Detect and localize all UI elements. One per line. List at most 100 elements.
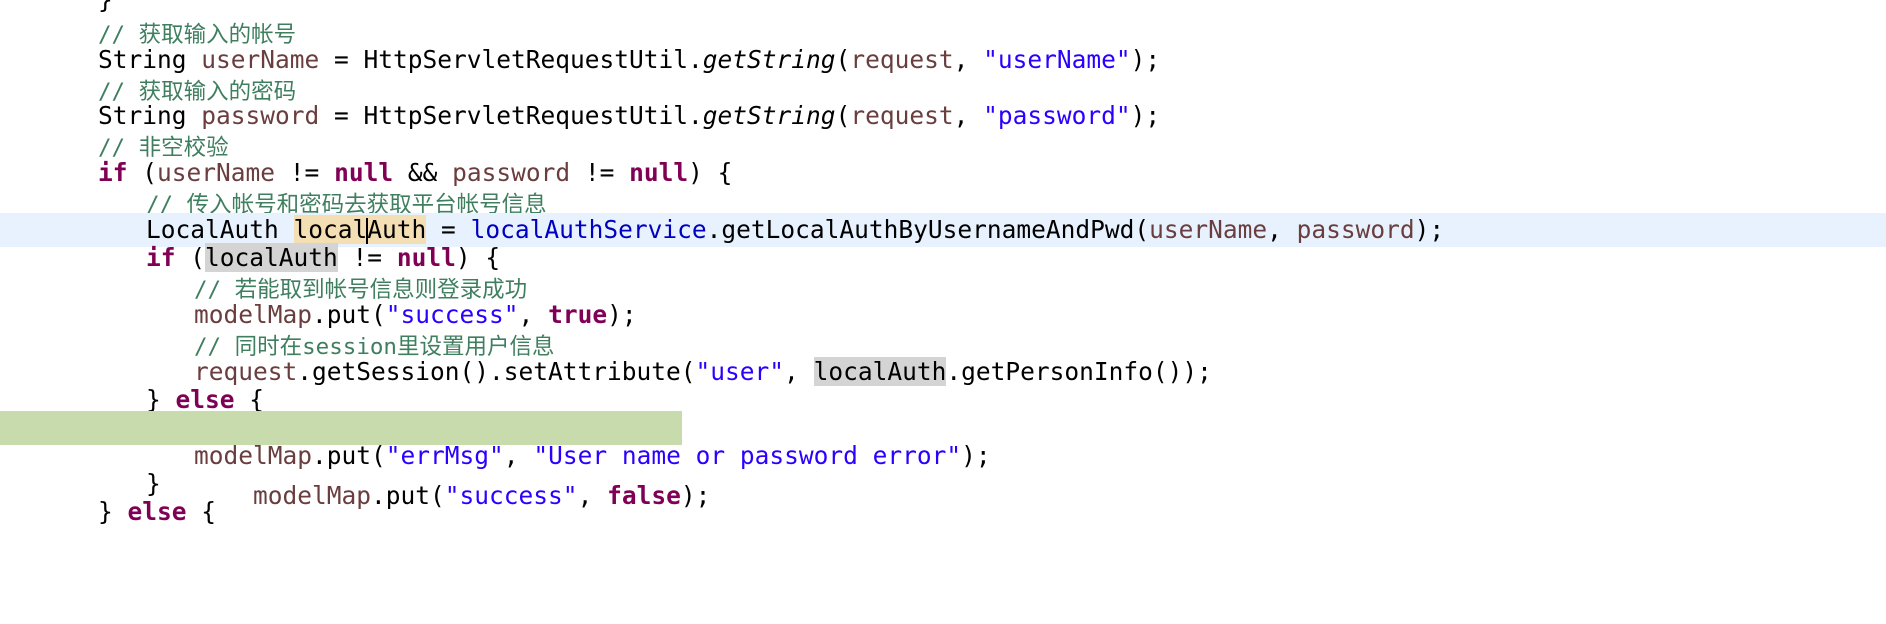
- line-content: modelMap.put("errMsg", "User name or pas…: [194, 441, 991, 470]
- code-token-plain: {: [186, 497, 217, 526]
- code-line[interactable]: String userName = HttpServletRequestUtil…: [0, 43, 1886, 77]
- code-token-var: request: [194, 357, 298, 386]
- code-token-plain: }: [98, 497, 128, 526]
- code-line[interactable]: // 获取输入的密码: [0, 74, 1886, 108]
- code-token-plain: }: [98, 0, 113, 14]
- token-part: Auth: [367, 215, 427, 244]
- line-content: if (userName != null && password != null…: [98, 158, 732, 187]
- code-token-plain: (: [835, 101, 851, 130]
- line-content: LocalAuth localAuth = localAuthService.g…: [146, 215, 1444, 244]
- code-token-kw: else: [127, 497, 187, 526]
- code-token-plain: ,: [784, 357, 814, 386]
- code-token-plain: =: [426, 215, 471, 244]
- code-line[interactable]: } else {: [0, 383, 1886, 417]
- code-token-plain: }: [146, 469, 161, 498]
- code-token-plain: String: [98, 101, 202, 130]
- code-token-plain: {: [234, 385, 265, 414]
- code-token-str: "userName": [983, 45, 1131, 74]
- code-token-field: localAuthService: [470, 215, 707, 244]
- code-line[interactable]: // 非空校验: [0, 130, 1886, 164]
- code-token-plain: &&: [393, 158, 453, 187]
- code-token-plain: ,: [503, 441, 534, 470]
- code-line[interactable]: // 同时在session里设置用户信息: [0, 329, 1886, 363]
- code-token-plain: (: [175, 243, 206, 272]
- code-token-str: "success": [385, 300, 519, 329]
- code-token-plain: .getLocalAuthByUsernameAndPwd(: [706, 215, 1150, 244]
- code-line[interactable]: modelMap.put("success", false);: [0, 411, 1886, 510]
- code-token-var: modelMap: [194, 300, 313, 329]
- code-token-plain: ,: [518, 300, 549, 329]
- code-line[interactable]: // 获取输入的帐号: [0, 17, 1886, 51]
- code-token-plain: .put(: [312, 441, 386, 470]
- code-token-str: "success": [444, 481, 578, 510]
- token-part: local: [293, 215, 368, 244]
- code-token-kw: null: [629, 158, 689, 187]
- code-token-plain: !=: [337, 243, 397, 272]
- code-token-plain: !=: [570, 158, 630, 187]
- code-token-var: userName: [1149, 215, 1268, 244]
- code-token-plain: = HttpServletRequestUtil.: [319, 101, 703, 130]
- line-content: }: [98, 0, 113, 14]
- line-content: // 获取输入的帐号: [98, 19, 296, 48]
- code-line[interactable]: modelMap.put("success", true);: [0, 298, 1886, 332]
- code-token-kw: else: [175, 385, 235, 414]
- code-token-kw: if: [146, 243, 176, 272]
- line-content: if (localAuth != null) {: [146, 243, 500, 272]
- code-line[interactable]: } else {: [0, 495, 1886, 529]
- line-content: String password = HttpServletRequestUtil…: [98, 101, 1160, 130]
- code-token-var: userName: [201, 45, 320, 74]
- line-content: }: [146, 469, 161, 498]
- code-line[interactable]: }: [0, 0, 1886, 17]
- code-line[interactable]: // 若能取到帐号信息则登录成功: [0, 272, 1886, 306]
- code-token-plain: LocalAuth: [146, 215, 294, 244]
- code-token-var: password: [1296, 215, 1415, 244]
- code-token-str: "password": [983, 101, 1131, 130]
- code-token-comment: // 获取输入的帐号: [98, 22, 297, 48]
- code-token-plain: ,: [953, 45, 984, 74]
- code-token-var: modelMap: [194, 441, 313, 470]
- code-line[interactable]: modelMap.put("errMsg", "User name or pas…: [0, 439, 1886, 473]
- code-token-plain: ,: [953, 101, 984, 130]
- code-token-kw: null: [396, 243, 456, 272]
- code-token-comment: // 非空校验: [98, 135, 229, 161]
- code-line[interactable]: if (localAuth != null) {: [0, 241, 1886, 275]
- code-token-method-static: getString: [702, 45, 836, 74]
- code-line[interactable]: String password = HttpServletRequestUtil…: [0, 99, 1886, 133]
- code-token-plain: (: [127, 158, 158, 187]
- code-token-var: request: [850, 101, 954, 130]
- code-token-kw: true: [548, 300, 608, 329]
- code-line[interactable]: request.getSession().setAttribute("user"…: [0, 355, 1886, 389]
- code-token-var: userName: [157, 158, 276, 187]
- code-token-plain: !=: [275, 158, 335, 187]
- line-content: } else {: [98, 497, 216, 526]
- code-token-plain: ) {: [455, 243, 501, 272]
- code-token-plain: .getSession().setAttribute(: [297, 357, 696, 386]
- code-token-plain: = HttpServletRequestUtil.: [319, 45, 703, 74]
- code-token-plain: .put(: [371, 481, 445, 510]
- code-token-str: "User name or password error": [533, 441, 962, 470]
- line-content: } else {: [146, 385, 264, 414]
- line-content: // 若能取到帐号信息则登录成功: [194, 274, 527, 303]
- code-token-plain: .put(: [312, 300, 386, 329]
- debug-highlight: [0, 411, 682, 445]
- code-token-plain: .getPersonInfo());: [946, 357, 1212, 386]
- code-line[interactable]: }: [0, 467, 1886, 501]
- line-content: modelMap.put("success", false);: [253, 481, 710, 510]
- code-token-plain: );: [1130, 101, 1161, 130]
- line-content: // 非空校验: [98, 132, 229, 161]
- code-token-method-static: getString: [702, 101, 836, 130]
- line-content: String userName = HttpServletRequestUtil…: [98, 45, 1160, 74]
- current-code-line[interactable]: LocalAuth localAuth = localAuthService.g…: [0, 213, 1886, 247]
- line-content: // 获取输入的密码: [98, 76, 296, 105]
- line-content: request.getSession().setAttribute("user"…: [194, 357, 1212, 386]
- code-line[interactable]: if (userName != null && password != null…: [0, 156, 1886, 190]
- code-token-plain: ,: [1267, 215, 1297, 244]
- code-token-plain: );: [607, 300, 637, 329]
- code-token-plain: String: [98, 45, 202, 74]
- code-token-occ-read: localAuth: [205, 243, 338, 272]
- code-token-kw: null: [334, 158, 394, 187]
- code-token-comment: // 获取输入的密码: [98, 79, 297, 105]
- code-token-str: "user": [695, 357, 785, 386]
- code-token-comment: // 若能取到帐号信息则登录成功: [194, 277, 528, 303]
